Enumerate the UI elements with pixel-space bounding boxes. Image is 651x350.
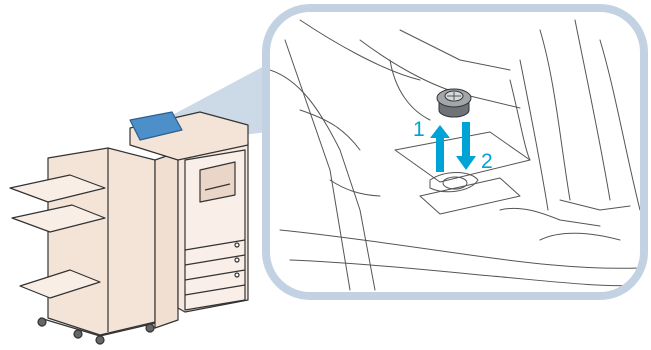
printer-machine xyxy=(10,112,248,344)
step-label-2: 2 xyxy=(481,151,493,172)
zoom-callout xyxy=(266,8,644,296)
step-label-1: 1 xyxy=(413,119,425,140)
screw-knob-icon xyxy=(437,89,471,117)
